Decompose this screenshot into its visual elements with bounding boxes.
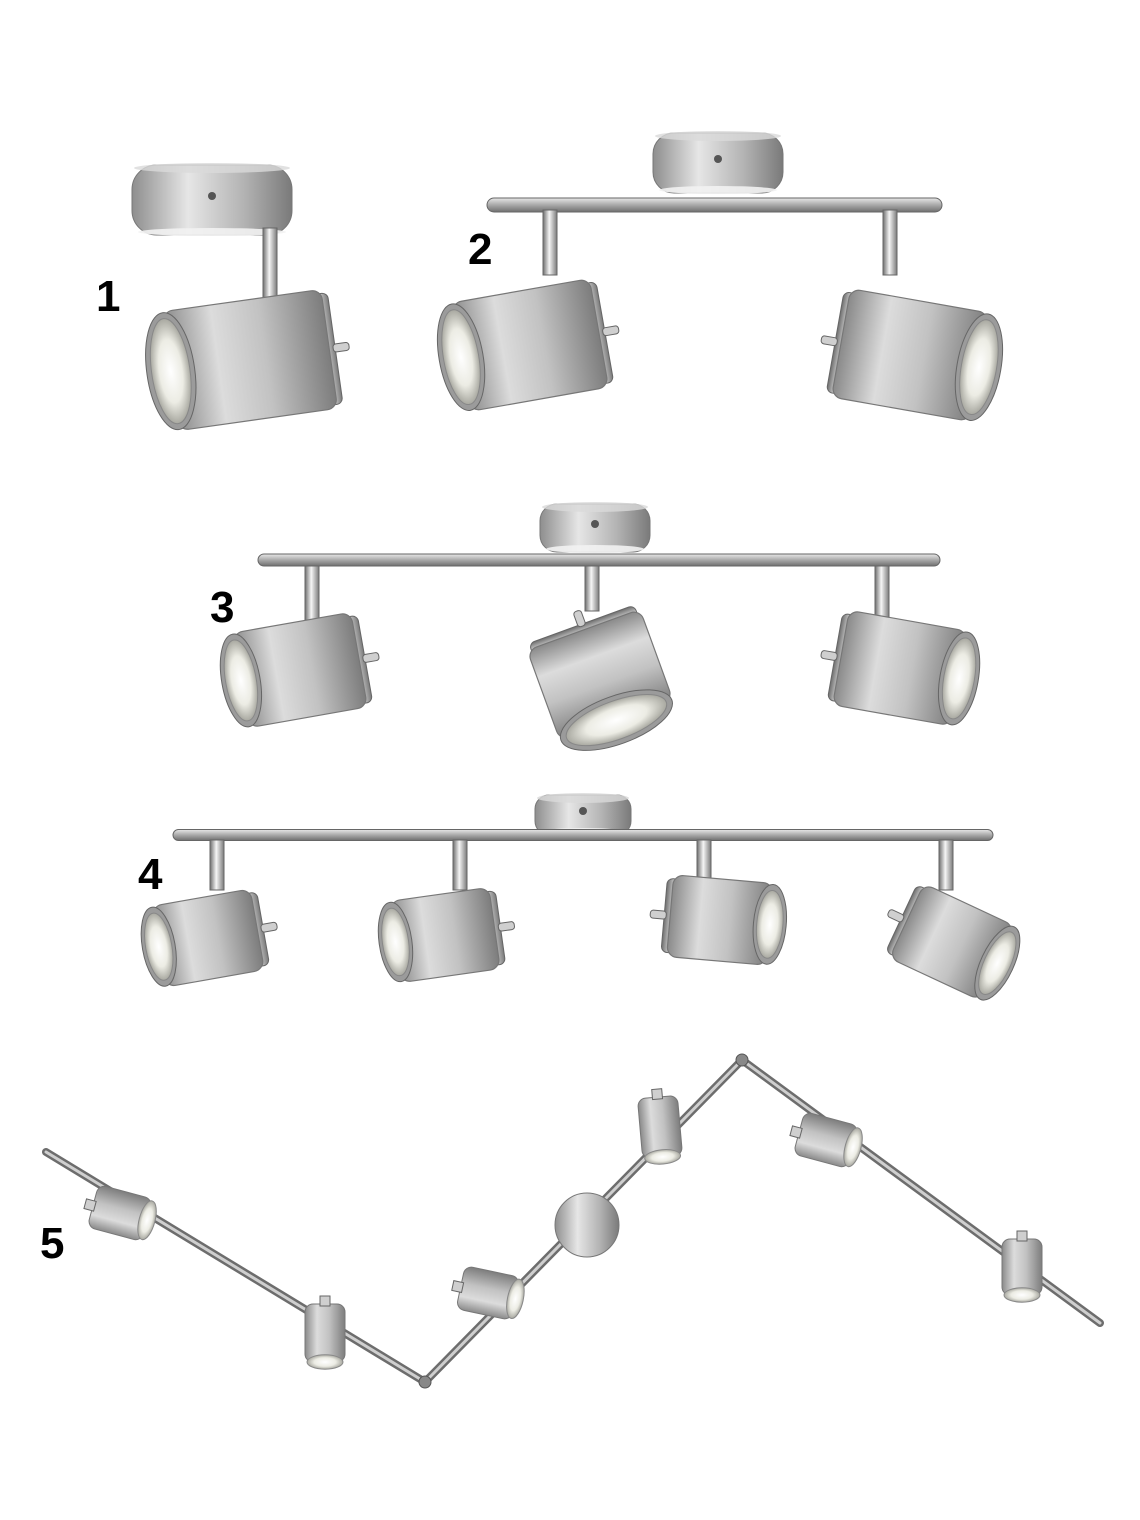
spotlight-head xyxy=(529,565,673,751)
swivel-stem xyxy=(262,227,278,304)
spotlight-head xyxy=(649,839,788,965)
tilt-screw xyxy=(332,342,350,353)
bulb-lens xyxy=(506,1278,525,1319)
bulb-lens xyxy=(565,694,668,747)
bulb-lens xyxy=(755,889,784,959)
spotlight-head xyxy=(637,1088,683,1165)
swivel-stem xyxy=(882,209,898,276)
bulb-lens xyxy=(644,1149,682,1165)
ceiling-rose xyxy=(554,1192,620,1258)
spotlight-head xyxy=(83,1185,157,1241)
mounting-screw xyxy=(208,192,216,200)
variant-5-fixture xyxy=(42,1053,1104,1389)
variant-4-fixture xyxy=(140,793,1021,1001)
spotlight-head xyxy=(1001,1230,1043,1303)
spotlight-head xyxy=(789,1112,863,1168)
mounting-screw xyxy=(579,807,587,815)
spotlight-head xyxy=(140,839,278,987)
swivel-stem xyxy=(584,565,600,612)
track-joint xyxy=(735,1053,749,1067)
shade-body xyxy=(637,1095,683,1159)
tilt-screw xyxy=(820,650,838,661)
mounting-screw xyxy=(714,155,722,163)
bulb-lens xyxy=(978,931,1017,995)
tilt-screw xyxy=(649,909,667,920)
variant-label-2: 2 xyxy=(468,225,493,274)
swivel-stem xyxy=(452,839,468,891)
bulb-lens xyxy=(959,319,999,416)
bulb-lens xyxy=(381,907,410,977)
chrome-knuckle xyxy=(451,1280,465,1294)
track-bar xyxy=(486,197,943,213)
tilt-screw xyxy=(260,921,278,933)
bulb-lens xyxy=(223,639,259,722)
spotlight-head xyxy=(219,565,380,728)
variant-2-fixture xyxy=(436,131,1004,421)
bulb-lens xyxy=(306,1354,344,1370)
variant-label-1: 1 xyxy=(96,272,121,321)
variant-label-3: 3 xyxy=(210,583,235,632)
chrome-knuckle xyxy=(1016,1230,1028,1242)
variant-1-fixture xyxy=(131,163,350,431)
bulb-lens xyxy=(941,637,977,720)
spotlight-head xyxy=(304,1295,346,1370)
track-bar xyxy=(257,553,941,567)
tilt-screw xyxy=(362,652,380,663)
bulb-lens xyxy=(149,318,192,425)
swivel-stem xyxy=(304,565,320,622)
shade-body xyxy=(304,1303,346,1363)
variant-3-fixture xyxy=(219,502,981,751)
swivel-stem xyxy=(874,565,890,622)
spotlight-head xyxy=(436,209,620,411)
bulb-lens xyxy=(441,309,481,406)
bulb-lens xyxy=(1003,1287,1041,1303)
chrome-knuckle xyxy=(319,1295,331,1307)
chrome-knuckle xyxy=(789,1125,803,1139)
spotlight-head xyxy=(887,839,1021,1001)
spotlight-head xyxy=(820,565,981,726)
swivel-stem xyxy=(209,839,225,891)
tilt-screw xyxy=(573,610,586,628)
chrome-knuckle xyxy=(651,1088,664,1101)
chrome-knuckle xyxy=(83,1198,97,1212)
bulb-lens xyxy=(137,1200,157,1241)
tilt-screw xyxy=(602,325,620,337)
bulb-lens xyxy=(144,912,174,981)
track-joint xyxy=(418,1375,432,1389)
variant-label-5: 5 xyxy=(40,1219,65,1268)
swivel-stem xyxy=(938,839,954,891)
shade-body xyxy=(1001,1238,1043,1296)
bulb-lens xyxy=(843,1127,863,1168)
spotlight-head xyxy=(820,209,1004,421)
tilt-screw xyxy=(820,335,838,347)
spotlight-head xyxy=(377,839,515,983)
mounting-screw xyxy=(591,520,599,528)
track-bar xyxy=(172,829,994,841)
spotlight-head xyxy=(145,227,350,431)
swivel-stem xyxy=(542,209,558,276)
tilt-screw xyxy=(887,909,905,923)
spotlight-head xyxy=(451,1266,525,1320)
tilt-screw xyxy=(497,921,515,932)
variant-label-4: 4 xyxy=(138,850,163,899)
